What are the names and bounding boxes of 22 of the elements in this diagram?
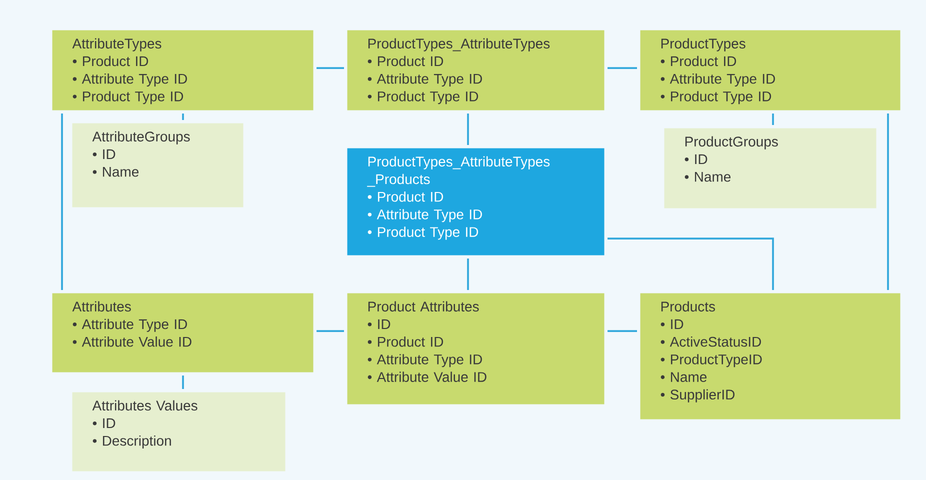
connector-line [887, 114, 889, 290]
table-box: ProductGroups • ID • Name [664, 128, 876, 208]
connector-line [608, 238, 774, 290]
table-box: AttributeTypes • Product ID • Attribute Type ID • Product Type ID [52, 30, 314, 110]
connector-line [608, 330, 637, 332]
connector-line [182, 376, 184, 389]
table-box: Attributes Values • ID • Description [72, 392, 286, 472]
table-box: ProductTypes_AttributeTypes • Product ID • Attribute Type ID • Product Type ID [347, 30, 604, 110]
connector-line [467, 258, 469, 290]
table-box: ProductTypes • Product ID • Attribute Type ID • Product Type ID [640, 30, 900, 110]
connector-line [182, 114, 184, 120]
table-box: Attributes • Attribute Type ID • Attribute Value ID [52, 293, 314, 372]
connector-line [772, 114, 774, 125]
connector-line [467, 114, 469, 145]
connector-line [61, 114, 63, 290]
table-box: AttributeGroups • ID • Name [72, 123, 244, 208]
table-box: Products • ID • ActiveStatusID • ProductTypeID • Name • SupplierID [640, 293, 900, 420]
table-box: ProductTypes_AttributeTypes _Products • Product ID • Attribute Type ID • Product Type ID [347, 148, 604, 256]
table-box: Product Attributes • ID • Product ID • Attribute Type ID • Attribute Value ID [347, 293, 604, 404]
connector-line [608, 67, 637, 69]
connector-line [316, 67, 344, 69]
connector-line [316, 330, 344, 332]
